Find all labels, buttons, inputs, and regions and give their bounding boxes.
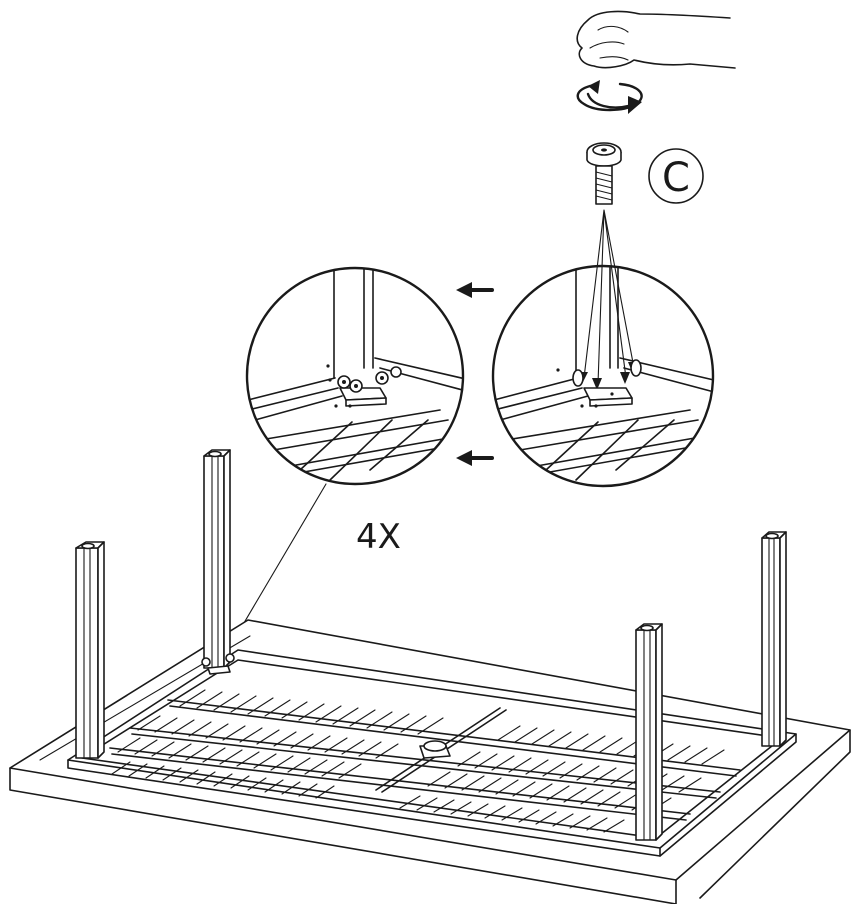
clockwise-rotate-icon (576, 80, 643, 114)
table-leg-front-left (75, 541, 105, 759)
left-arrow-icon-lower (456, 450, 494, 466)
table-leg-back-right (761, 531, 787, 747)
part-label: C (662, 155, 690, 201)
multiplier-label: 4X (356, 517, 401, 557)
table-leg-back-left (201, 449, 235, 675)
screw-pointer-lines (578, 209, 638, 390)
table-leg-front-right (635, 623, 663, 841)
detail-callout-after (245, 266, 465, 486)
left-arrow-icon (456, 282, 494, 298)
detail-callout-before (491, 264, 715, 488)
part-label-circle (648, 148, 704, 204)
bolt-screw-icon (586, 142, 622, 205)
hand-fingertips-icon (576, 10, 736, 69)
